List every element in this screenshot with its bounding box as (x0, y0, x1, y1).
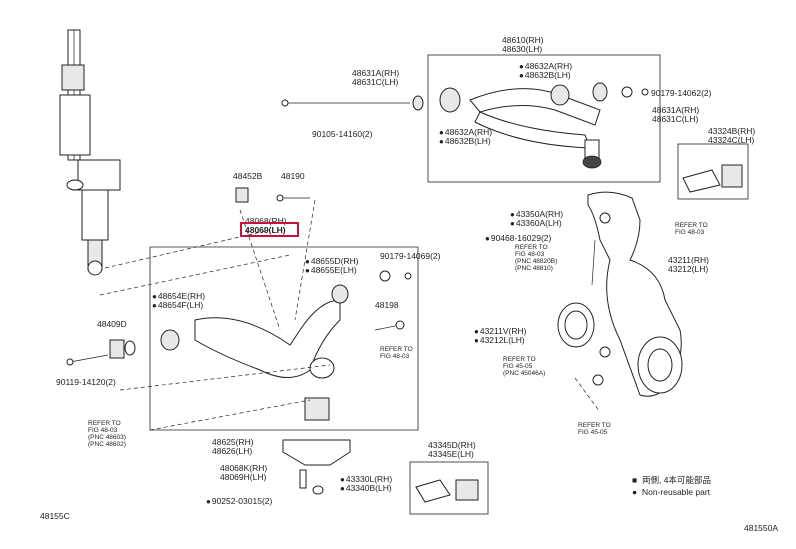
part-48068-label[interactable]: 48068(RH) (245, 216, 287, 226)
part-43340B-label[interactable]: 43340B(LH) (340, 484, 392, 493)
part-48069H-label[interactable]: 48069H(LH) (220, 472, 267, 482)
refer-b-line2[interactable]: FIG 48-03 (675, 229, 705, 236)
refer-f-line2[interactable]: FIG 45-05 (578, 429, 608, 436)
part-48190-label[interactable]: 48190 (281, 171, 305, 181)
refer-e-line4[interactable]: (PNC 48602) (88, 441, 126, 448)
refer-f-line1[interactable]: REFER TO (578, 422, 611, 429)
footer-code: 48155C (40, 511, 70, 521)
upper-arm-icon (439, 82, 608, 169)
part-48654F-label[interactable]: 48654F(LH) (152, 301, 203, 310)
part-48452B-label[interactable]: 48452B (233, 171, 263, 181)
part-48632B-low-label[interactable]: 48632B(LH) (439, 137, 491, 146)
part-43360A-label[interactable]: 43360A(LH) (510, 219, 562, 228)
part-43212-label[interactable]: 43212(LH) (668, 264, 709, 274)
part-48655D-label[interactable]: 48655D(RH) (305, 257, 359, 266)
steering-knuckle-icon (557, 191, 683, 397)
part-48626-label[interactable]: 48626(LH) (212, 446, 253, 456)
part-43345E-label[interactable]: 43345E(LH) (428, 449, 474, 459)
part-43330L-label[interactable]: 43330L(RH) (340, 475, 392, 484)
part-48632B-top-label[interactable]: 48632B(LH) (519, 71, 571, 80)
part-48631A-label[interactable]: 48631A(RH) (352, 68, 400, 78)
part-90105-label[interactable]: 90105-14160(2) (312, 129, 373, 139)
highlight-box (240, 222, 299, 237)
refer-a-line1[interactable]: REFER TO (515, 244, 548, 251)
part-48632A-top-label[interactable]: 48632A(RH) (519, 62, 572, 71)
part-48610-label[interactable]: 48610(RH) (502, 35, 544, 45)
part-48655E-label[interactable]: 48655E(LH) (305, 266, 357, 275)
refer-d-line3[interactable]: (PNC 45046A) (503, 370, 546, 377)
part-43324C-label[interactable]: 43324C(LH) (708, 135, 755, 145)
shock-absorber-icon (59, 29, 121, 276)
lower-arm-icon (160, 284, 349, 421)
refer-b-line1[interactable]: REFER TO (675, 222, 708, 229)
bump-stopper-box (677, 143, 749, 200)
part-90468-label[interactable]: 90468-16029(2) (485, 234, 552, 243)
knuckle-arm-icon (282, 439, 351, 495)
part-48409D-label[interactable]: 48409D (97, 319, 127, 329)
refer-a-line3[interactable]: (PNC 48820B) (515, 258, 558, 265)
part-48631C-right-label[interactable]: 48631C(LH) (652, 114, 699, 124)
refer-d-line2[interactable]: FIG 45-05 (503, 363, 533, 370)
legend-symbol-2: ● (632, 487, 638, 497)
refer-e-line3[interactable]: (PNC 48603) (88, 434, 126, 441)
refer-d-line1[interactable]: REFER TO (503, 356, 536, 363)
refer-e-line1[interactable]: REFER TO (88, 420, 121, 427)
part-48625-label[interactable]: 48625(RH) (212, 437, 254, 447)
part-48068K-label[interactable]: 48068K(RH) (220, 463, 268, 473)
part-43345D-label[interactable]: 43345D(RH) (428, 440, 476, 450)
part-48630-label[interactable]: 48630(LH) (502, 44, 543, 54)
legend-text-1: 両側, 4本可能部品 (642, 475, 711, 485)
part-48654E-label[interactable]: 48654E(RH) (152, 292, 205, 301)
part-43350A-label[interactable]: 43350A(RH) (510, 210, 563, 219)
part-48631C-label[interactable]: 48631C(LH) (352, 77, 399, 87)
legend-symbol-1: ■ (632, 475, 638, 485)
boot-box (409, 461, 489, 515)
part-48631A-right-label[interactable]: 48631A(RH) (652, 105, 700, 115)
part-90179-14062-label[interactable]: 90179-14062(2) (651, 88, 712, 98)
part-48632A-low-label[interactable]: 48632A(RH) (439, 128, 492, 137)
part-90119-label[interactable]: 90119-14120(2) (56, 377, 116, 387)
refer-a-line4[interactable]: (PNC 48810) (515, 265, 553, 272)
part-48198-label[interactable]: 48198 (375, 300, 399, 310)
part-43211V-label[interactable]: 43211V(RH) (474, 327, 527, 336)
refer-a-line2[interactable]: FIG 48-03 (515, 251, 545, 258)
part-43212L-label[interactable]: 43212L(LH) (474, 336, 525, 345)
part-43324B-label[interactable]: 43324B(RH) (708, 126, 756, 136)
refer-e-line2[interactable]: FIG 48-03 (88, 427, 118, 434)
part-48069-label[interactable]: 48069(LH) (245, 225, 286, 235)
refer-c-line1[interactable]: REFER TO (380, 346, 413, 353)
part-90252-label[interactable]: 90252-03015(2) (206, 497, 273, 506)
part-43211-label[interactable]: 43211(RH) (668, 255, 709, 265)
part-90179-14069-label[interactable]: 90179-14069(2) (380, 251, 441, 261)
upper-arm-box (427, 54, 661, 183)
legend-text-2: Non-reusable part (642, 487, 711, 497)
diagram-code: 481550A (744, 523, 779, 533)
lower-arm-box (149, 246, 419, 431)
refer-c-line2[interactable]: FIG 48-03 (380, 353, 410, 360)
